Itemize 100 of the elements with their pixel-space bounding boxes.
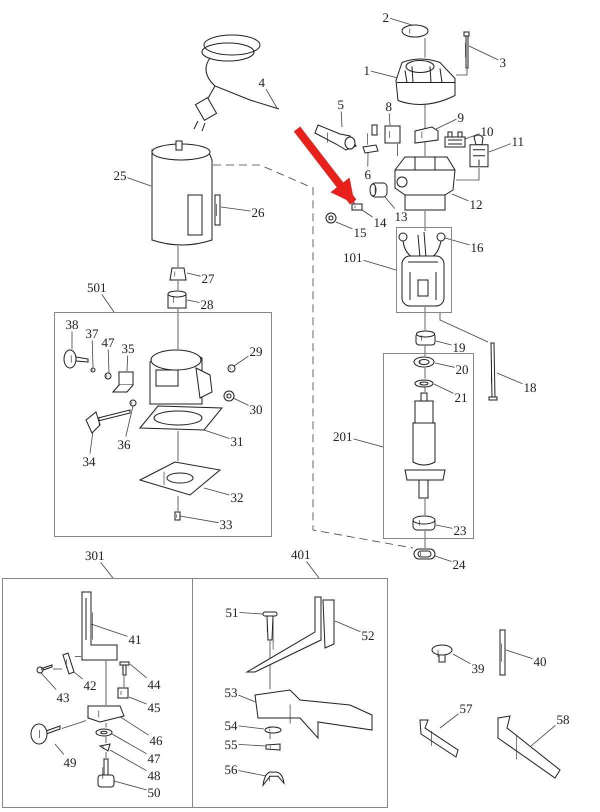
power-cord-drawing: [193, 34, 280, 132]
leader-line: [90, 430, 94, 454]
washer-drawing: [90, 367, 96, 373]
leader-line: [90, 624, 128, 637]
leader-line: [506, 650, 533, 659]
callout-number: 24: [452, 558, 466, 570]
knob-drawing: [30, 723, 61, 745]
leader-line: [434, 362, 455, 368]
center-line: [424, 306, 426, 330]
leader-line: [180, 516, 219, 524]
callout-number: 19: [452, 340, 466, 354]
leader-line: [186, 272, 201, 277]
clip-drawing: [362, 124, 379, 154]
callout-number: 57: [460, 702, 472, 714]
leader-line: [444, 238, 470, 246]
leader-line: [468, 46, 499, 60]
callout-number: 15: [354, 226, 366, 238]
knob-drawing: [63, 349, 89, 369]
wrench-drawing: [419, 719, 459, 758]
callout-number: 201: [333, 430, 352, 442]
guide-drawing: [254, 689, 373, 739]
leader-line: [353, 438, 384, 448]
washer-drawing: [414, 378, 434, 388]
callout-number: 47: [148, 752, 160, 764]
bracket-drawing: [246, 596, 335, 673]
callout-number: 401: [291, 548, 310, 560]
callout-number: 4: [258, 76, 265, 88]
nut-drawing: [167, 290, 187, 309]
brush-holder-drawing: [384, 125, 401, 144]
center-line: [52, 668, 62, 670]
center-line: [440, 312, 488, 342]
leader-line: [388, 113, 390, 126]
callout-number: 301: [85, 548, 104, 562]
callout-number: 39: [472, 662, 484, 674]
washer-drawing: [95, 728, 113, 736]
label-strip-drawing: [214, 194, 221, 226]
center-line: [424, 530, 426, 548]
bolt-drawing: [488, 342, 498, 401]
bearing-drawing: [415, 330, 436, 346]
leader-line: [434, 384, 454, 394]
callout-number: 44: [148, 678, 160, 690]
group-frame: [192, 578, 388, 808]
callout-number: 51: [226, 606, 238, 618]
handle-drawing: [85, 409, 131, 434]
callout-number: 6: [364, 168, 371, 180]
nut-drawing: [325, 212, 337, 224]
callout-number: 16: [470, 240, 484, 254]
washer-drawing: [129, 399, 137, 407]
callout-number: 53: [224, 686, 238, 698]
callout-number: 18: [524, 380, 536, 394]
center-line: [74, 656, 82, 657]
leader-line: [336, 222, 353, 230]
collet-drawing: [169, 267, 187, 281]
group-frame: [396, 227, 452, 313]
leader-line: [118, 716, 149, 736]
callout-number: 3: [500, 56, 506, 68]
leader-line: [239, 612, 264, 614]
callout-number: 54: [224, 718, 238, 732]
callout-number: 5: [338, 98, 344, 110]
armature-drawing: [404, 392, 446, 499]
group-frame: [54, 312, 272, 537]
brush-drawing: [414, 126, 439, 144]
knob-drawing: [223, 390, 235, 402]
callout-number: 49: [64, 756, 76, 768]
leader-line: [452, 654, 471, 664]
leader-line: [434, 556, 452, 562]
leader-line: [100, 562, 114, 578]
router-base-drawing: [139, 349, 223, 431]
router-housing-drawing: [151, 140, 213, 246]
callout-number: 12: [470, 198, 482, 210]
guide-line: [212, 164, 414, 548]
leader-line: [112, 734, 147, 754]
stator-drawing: [398, 231, 446, 307]
wing-nut-drawing: [262, 770, 285, 786]
leader-line: [204, 488, 230, 496]
callout-number: 1: [364, 64, 370, 76]
bearing-drawing: [413, 356, 435, 368]
bit-drawing: [499, 629, 506, 676]
nut-drawing: [265, 743, 281, 751]
callout-number: 36: [118, 438, 130, 450]
terminal-drawing: [351, 203, 363, 211]
leader-line: [370, 70, 398, 78]
leader-line: [496, 372, 523, 384]
callout-number: 33: [220, 518, 232, 530]
center-line: [456, 68, 468, 76]
group-frame: [2, 578, 193, 808]
leader-line: [114, 780, 147, 790]
leader-line: [367, 152, 368, 167]
pin-drawing: [262, 611, 278, 641]
callout-number: 50: [148, 786, 160, 798]
bracket-drawing: [81, 591, 118, 661]
leader-line: [40, 672, 56, 690]
leader-line: [488, 143, 511, 152]
leader-line: [436, 340, 452, 346]
leader-line: [127, 177, 152, 186]
center-line: [424, 210, 426, 232]
leader-line: [125, 406, 134, 437]
group-frame: [383, 353, 474, 539]
callout-number: 26: [252, 206, 264, 218]
callout-number: 29: [250, 344, 262, 358]
